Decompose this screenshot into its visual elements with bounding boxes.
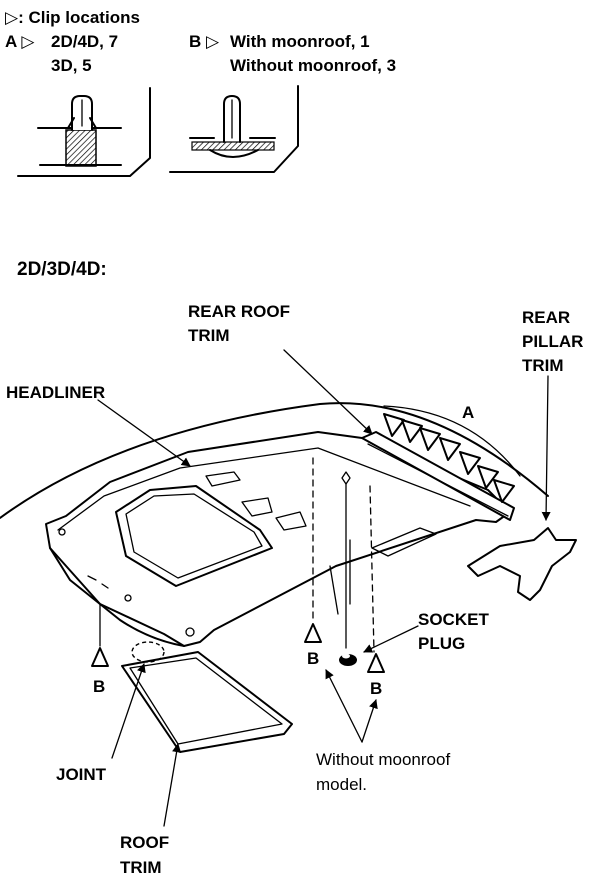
label-rear-roof-trim-1: REAR ROOF	[188, 302, 290, 321]
label-headliner: HEADLINER	[6, 383, 105, 402]
label-clip-b-left: B	[93, 677, 105, 696]
legend-b-line1: With moonroof, 1	[230, 32, 370, 51]
label-rear-pillar-trim-1: REAR	[522, 308, 570, 327]
callout-labels: REAR ROOF TRIM REAR PILLAR TRIM HEADLINE…	[6, 302, 583, 877]
label-joint: JOINT	[56, 765, 107, 784]
clip-legend: ▷: Clip locations A ▷ 2D/4D, 7 3D, 5 B ▷…	[5, 8, 396, 75]
clip-b-marker-left	[91, 647, 109, 667]
label-roof-trim-2: TRIM	[120, 858, 162, 877]
clip-b-marker-mid	[304, 623, 322, 643]
legend-a-marker: A ▷	[5, 32, 35, 51]
label-without-moonroof-2: model.	[316, 775, 367, 794]
label-socket-plug-2: PLUG	[418, 634, 465, 653]
clip-b-marker-right	[367, 653, 385, 673]
label-clip-b-mid: B	[307, 649, 319, 668]
legend-a-line2: 3D, 5	[51, 56, 92, 75]
section-title: 2D/3D/4D:	[17, 259, 107, 280]
legend-b-line2: Without moonroof, 3	[230, 56, 396, 75]
leader-arrows	[97, 349, 551, 827]
label-rear-roof-trim-2: TRIM	[188, 326, 230, 345]
label-rear-pillar-trim-3: TRIM	[522, 356, 564, 375]
clip-b-detail	[169, 85, 299, 173]
label-without-moonroof-1: Without moonroof	[316, 750, 450, 769]
label-socket-plug-1: SOCKET	[418, 610, 489, 629]
label-roof-trim-1: ROOF	[120, 833, 169, 852]
legend-b-marker: B ▷	[189, 32, 220, 51]
clip-a-markers	[383, 413, 515, 503]
clip-a-detail	[17, 87, 151, 177]
label-rear-pillar-trim-2: PILLAR	[522, 332, 583, 351]
label-clip-a: A	[462, 403, 474, 422]
legend-a-line1: 2D/4D, 7	[51, 32, 118, 51]
label-clip-b-right: B	[370, 679, 382, 698]
legend-title: ▷: Clip locations	[5, 8, 140, 27]
roof-assembly	[0, 402, 577, 753]
